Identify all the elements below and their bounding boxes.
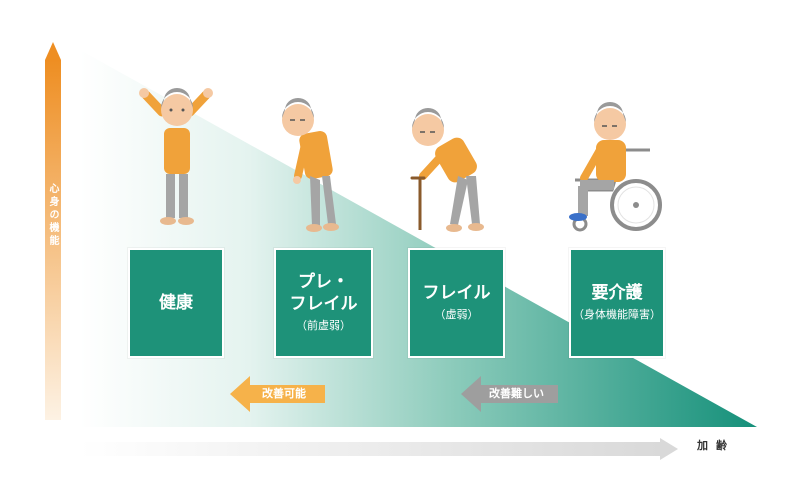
stage-subtitle: （身体機能障害） [573, 308, 661, 321]
improvable-label: 改善可能 [262, 387, 306, 400]
stage-subtitle: （前虚弱） [296, 319, 351, 332]
aging-axis-arrow [80, 438, 678, 460]
stage-box-frail: フレイル （虚弱） [408, 248, 505, 358]
hard-to-improve-arrow [461, 376, 558, 412]
stage-box-requires-care: 要介護 （身体機能障害） [569, 248, 665, 358]
hard-to-improve-label: 改善難しい [489, 387, 544, 400]
elderly-person-stooped-icon [282, 98, 339, 232]
stage-title: プレ・ フレイル [289, 272, 358, 314]
elderly-person-in-wheelchair-icon [569, 102, 662, 232]
stage-box-pre-frail: プレ・ フレイル （前虚弱） [274, 248, 373, 358]
aging-axis-label: 加齢 [697, 439, 735, 452]
elderly-person-raising-arms-icon [139, 88, 213, 225]
stage-title: 要介護 [591, 283, 643, 303]
stage-title: 健康 [159, 293, 193, 313]
function-axis-arrow [45, 42, 61, 420]
stage-title: フレイル [422, 283, 491, 303]
function-axis-label: 心身の機能 [47, 183, 58, 248]
elderly-person-with-cane-icon [410, 108, 484, 232]
improvable-arrow [230, 376, 325, 412]
stage-box-healthy: 健康 [128, 248, 224, 358]
stage-subtitle: （虚弱） [434, 308, 479, 321]
